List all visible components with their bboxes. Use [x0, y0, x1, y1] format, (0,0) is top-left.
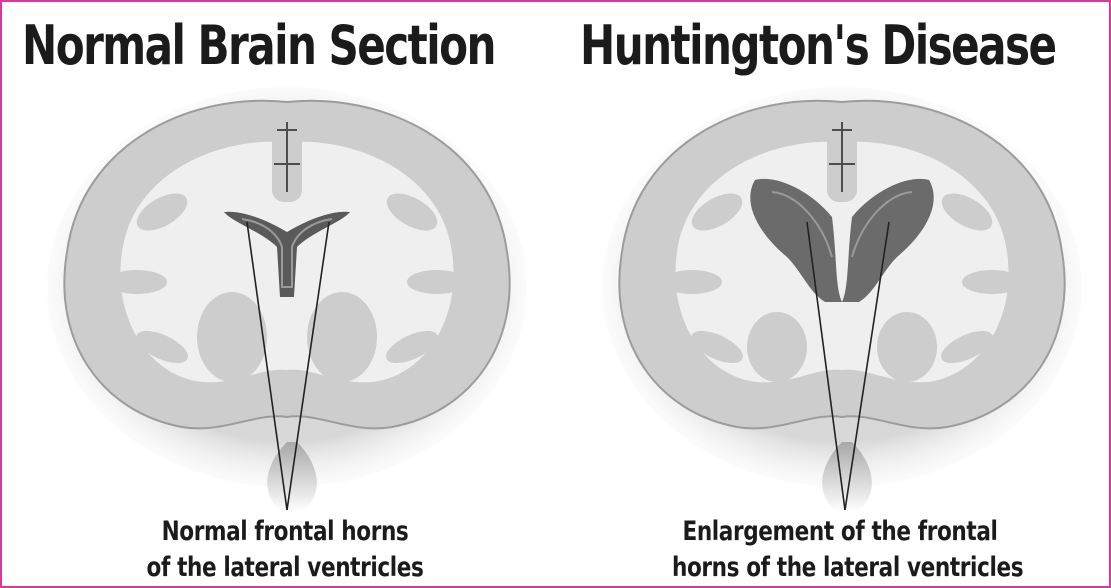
- huntingtons-title: Huntington's Disease: [580, 4, 1056, 88]
- normal-caption: Normal frontal horns of the lateral vent…: [117, 514, 453, 586]
- huntingtons-brain-illustration: [597, 82, 1097, 512]
- huntingtons-caption-line1: Enlargement of the frontal: [672, 514, 1008, 550]
- normal-caption-line2: of the lateral ventricles: [117, 550, 453, 586]
- huntingtons-caption-line2: horns of the lateral ventricles: [672, 550, 1008, 586]
- huntingtons-caption: Enlargement of the frontal horns of the …: [672, 514, 1008, 586]
- normal-caption-line1: Normal frontal horns: [117, 514, 453, 550]
- normal-brain-illustration: [42, 82, 542, 512]
- normal-brain-title: Normal Brain Section: [22, 4, 495, 88]
